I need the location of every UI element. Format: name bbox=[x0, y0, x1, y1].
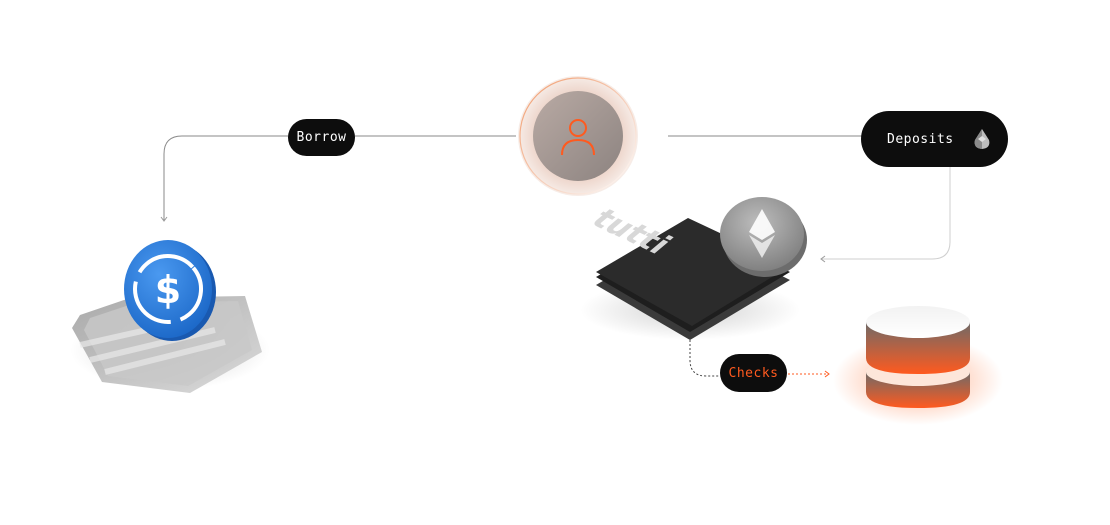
eth-node bbox=[720, 197, 807, 277]
connector-checks bbox=[689, 340, 830, 378]
svg-text:$: $ bbox=[155, 268, 181, 312]
deposits-label: Deposits bbox=[861, 111, 1008, 167]
usdc-node: $ bbox=[70, 240, 270, 393]
ethereum-coin-icon bbox=[749, 209, 775, 258]
vault-node bbox=[833, 306, 1003, 425]
connector-deposits bbox=[668, 135, 951, 263]
user-icon bbox=[561, 119, 595, 156]
connector-borrow bbox=[160, 135, 516, 222]
usdc-coin-icon: $ bbox=[124, 240, 216, 341]
borrow-label: Borrow bbox=[288, 119, 355, 156]
lido-drop-icon bbox=[974, 129, 990, 149]
checks-label: Checks bbox=[720, 354, 787, 392]
deposits-text: Deposits bbox=[887, 131, 954, 147]
database-icon bbox=[866, 306, 970, 408]
user-node[interactable] bbox=[518, 76, 638, 196]
